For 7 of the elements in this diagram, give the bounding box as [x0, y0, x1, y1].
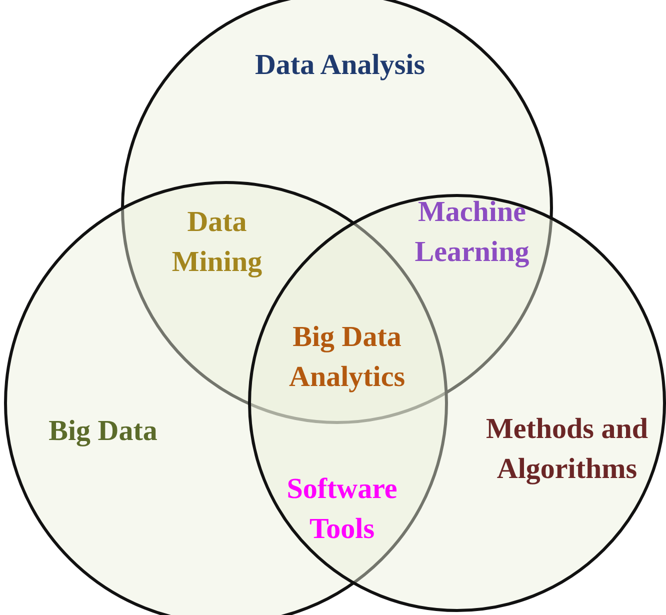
overlap-label: Machine Learning — [414, 195, 530, 270]
circle-label: Data Analysis — [254, 48, 426, 83]
circle-label: Methods and Algorithms — [485, 412, 649, 487]
overlap-label: Big Data Analytics — [288, 320, 406, 395]
circle-label: Big Data — [48, 414, 158, 449]
overlap-label: Software Tools — [286, 472, 398, 547]
overlap-label: Data Mining — [170, 205, 264, 280]
